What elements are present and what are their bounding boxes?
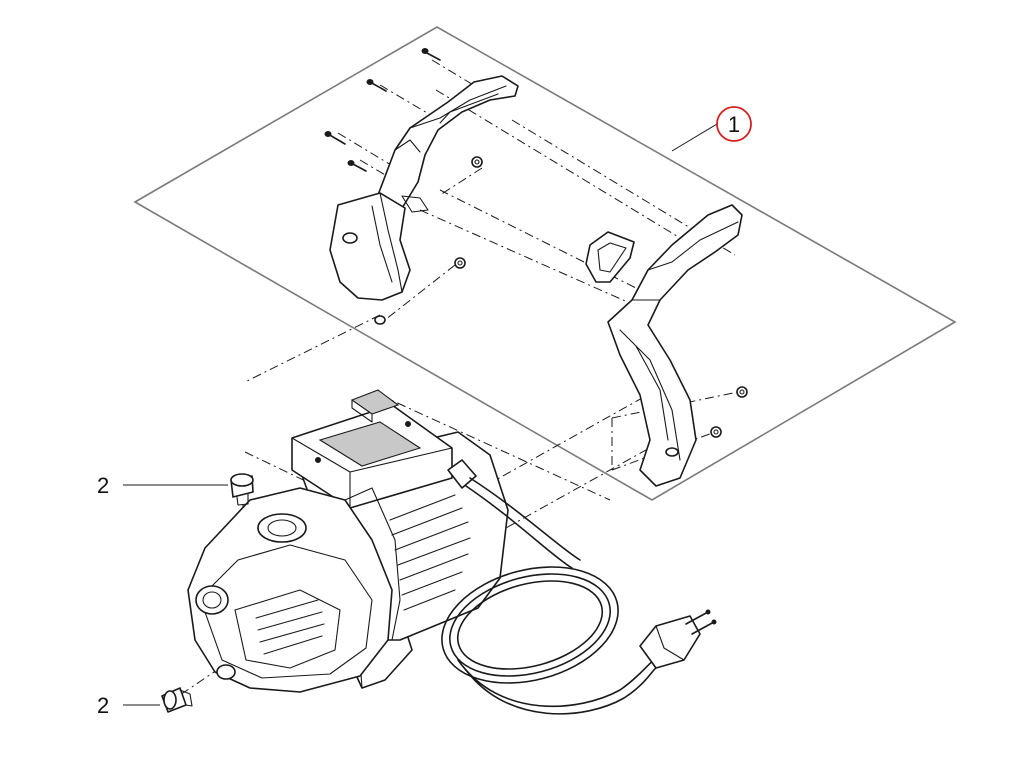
right-handle-half[interactable]	[585, 204, 743, 487]
screw-3-icon	[324, 131, 346, 145]
callout-1-ring	[716, 106, 752, 142]
nut-4-icon	[710, 426, 722, 438]
nut-3-icon	[736, 386, 748, 398]
nut-2-icon	[454, 257, 466, 269]
part-label-2-top: 2	[97, 473, 109, 498]
screw-2-icon	[366, 79, 387, 92]
kit-screws	[324, 48, 748, 438]
power-plug-icon[interactable]	[639, 609, 717, 669]
housing-fins	[255, 599, 325, 655]
screw-1-icon	[421, 48, 441, 61]
motor-cooling-fins	[389, 494, 471, 611]
power-cable[interactable]	[429, 459, 659, 715]
kit-frame	[133, 26, 957, 501]
nut-1-icon	[471, 156, 483, 168]
part-label-2-bottom: 2	[97, 693, 109, 718]
screw-4-icon	[347, 160, 367, 172]
left-handle-half[interactable]	[329, 75, 519, 325]
callout-1-leader	[671, 123, 718, 152]
pump-body[interactable]	[187, 389, 509, 693]
drain-plug-bottom[interactable]	[161, 687, 193, 713]
priming-plug-top[interactable]	[230, 473, 254, 506]
callout-1-label: 1	[728, 112, 740, 137]
callout-1[interactable]: 1	[716, 106, 752, 142]
